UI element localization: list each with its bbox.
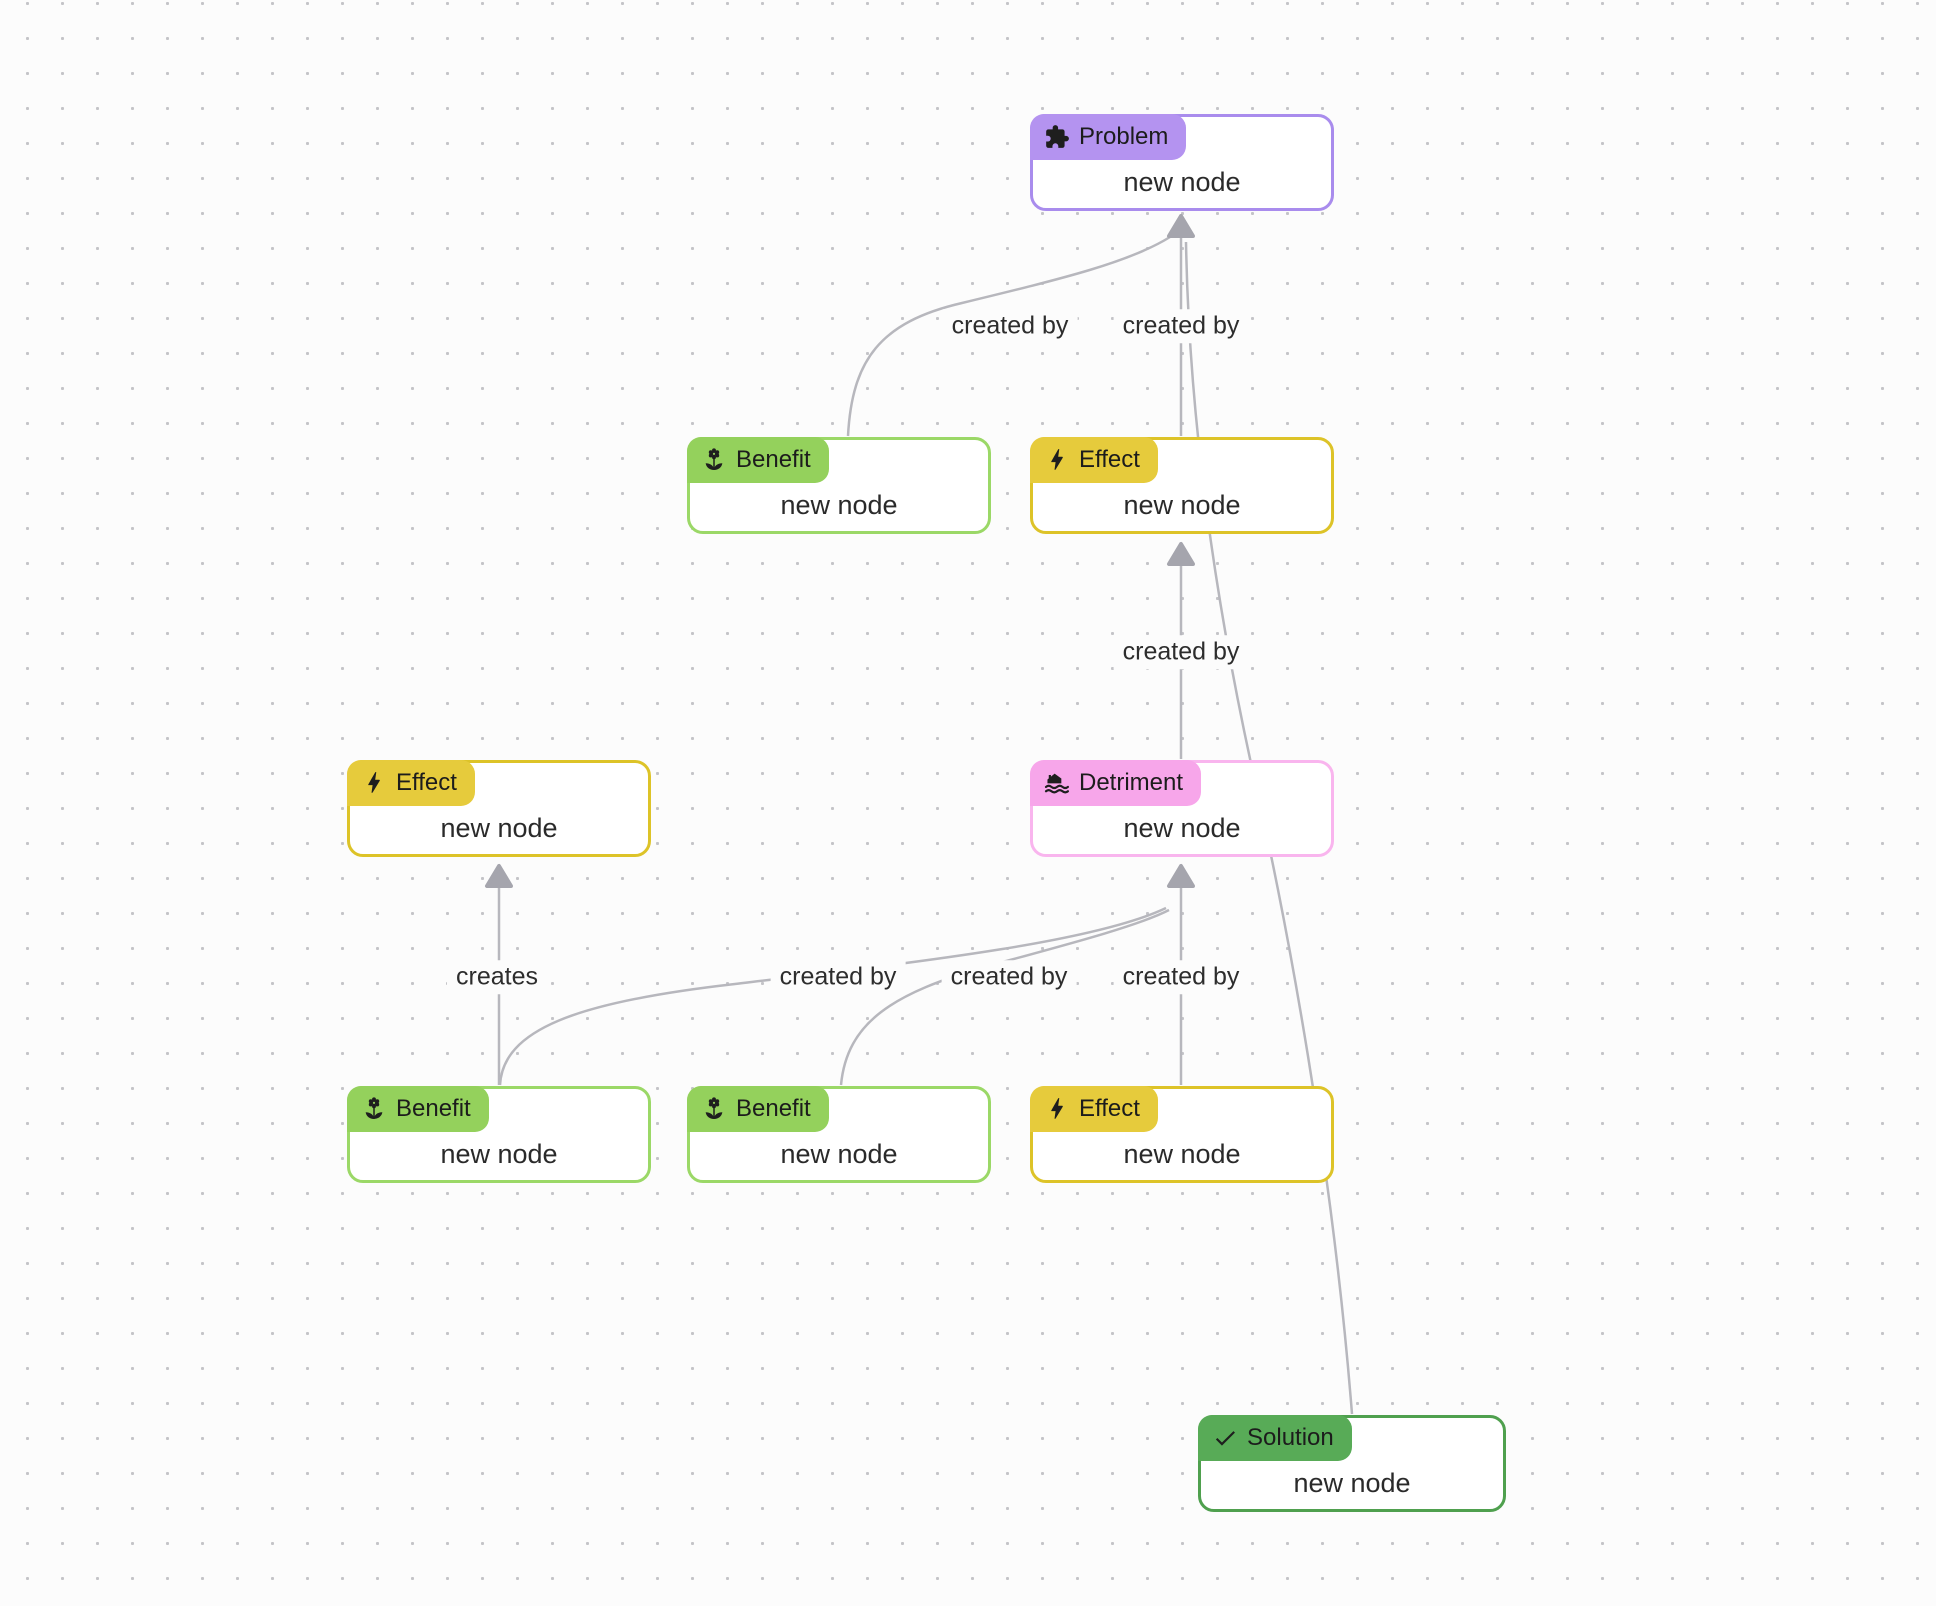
flood-icon [1044,773,1070,794]
puzzle-icon [1046,125,1069,148]
flower-icon [365,1097,383,1119]
badge-label: Benefit [736,446,811,473]
node-problem[interactable]: Problem new node [1030,114,1334,211]
edge-benefit2-detriment[interactable] [498,906,1167,1086]
bolt-icon [1051,449,1063,470]
edge-label: created by [941,960,1077,994]
node-effect-1[interactable]: Effect new node [1030,437,1334,534]
node-effect-3[interactable]: Effect new node [1030,1086,1334,1183]
badge-label: Effect [1079,446,1140,473]
node-benefit-2[interactable]: Benefit new node [347,1086,651,1183]
node-type-badge: Effect [347,760,475,806]
badge-label: Effect [396,769,457,796]
node-benefit-1[interactable]: Benefit new node [687,437,991,534]
node-text: new node [1123,1139,1241,1169]
node-type-badge: Benefit [687,1086,829,1132]
edge-label: created by [942,309,1078,343]
node-type-badge: Detriment [1030,760,1202,806]
node-text: new node [440,813,558,843]
node-text: new node [780,490,898,520]
node-effect-2[interactable]: Effect new node [347,760,651,857]
node-benefit-3[interactable]: Benefit new node [687,1086,991,1183]
node-text: new node [1123,490,1241,520]
node-type-badge: Solution [1198,1415,1352,1461]
edge-label: created by [1113,635,1249,669]
arrowhead-detriment [1167,864,1195,888]
edge-label: created by [1113,960,1249,994]
arrowhead-problem [1167,214,1195,238]
node-type-badge: Effect [1030,1086,1158,1132]
node-type-badge: Effect [1030,437,1158,483]
arrowhead-effect1 [1167,542,1195,566]
arrowhead-effect2 [485,864,513,888]
edge-label: creates [447,960,547,994]
node-text: new node [1123,167,1241,197]
node-text: new node [1123,813,1241,843]
node-type-badge: Benefit [687,437,829,483]
node-text: new node [440,1139,558,1169]
node-text: new node [1293,1468,1411,1498]
node-text: new node [780,1139,898,1169]
bolt-icon [368,772,380,793]
badge-label: Effect [1079,1095,1140,1122]
flower-icon [705,448,723,470]
badge-label: Detriment [1079,769,1184,796]
node-detriment[interactable]: Detriment new node [1030,760,1334,857]
badge-label: Benefit [396,1095,471,1122]
node-type-badge: Problem [1030,114,1187,160]
edge-label: created by [1113,309,1249,343]
node-type-badge: Benefit [347,1086,489,1132]
edge-label: created by [770,960,906,994]
node-solution[interactable]: Solution new node [1198,1415,1506,1512]
bolt-icon [1051,1098,1063,1119]
edge-benefit3-detriment[interactable] [839,908,1170,1086]
badge-label: Benefit [736,1095,811,1122]
edge-benefit1-problem[interactable] [846,235,1171,437]
check-icon [1215,1431,1235,1446]
badge-label: Problem [1079,123,1169,150]
flower-icon [705,1097,723,1119]
badge-label: Solution [1247,1424,1334,1451]
